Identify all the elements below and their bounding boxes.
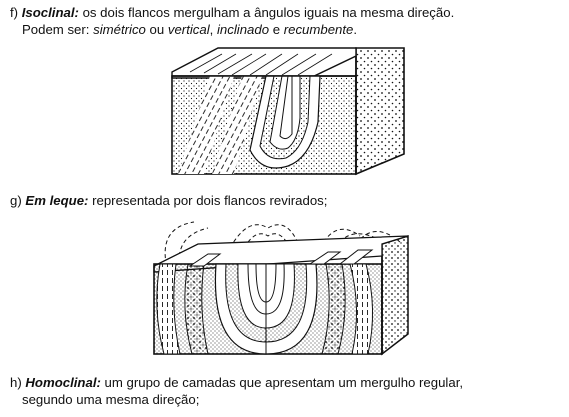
type-recumbente: recumbente — [283, 22, 354, 37]
term-colon: : — [96, 375, 101, 390]
em-leque-definition: representada por dois flancos revirados; — [88, 193, 328, 208]
term-homoclinal: Homoclinal — [25, 375, 97, 390]
type-inclinado: inclinado — [216, 22, 270, 37]
paragraph-homoclinal: h) Homoclinal: um grupo de camadas que a… — [10, 374, 558, 408]
sep-2: , — [209, 22, 217, 37]
sep-4: . — [353, 22, 358, 37]
sep-3: e — [269, 22, 284, 37]
isoclinal-definition: os dois flancos mergulham a ângulos igua… — [78, 5, 455, 20]
paragraph-isoclinal: f) Isoclinal: os dois flancos mergulham … — [10, 4, 558, 38]
item-label: f) — [10, 5, 19, 20]
paragraph-homoclinal-line-1: h) Homoclinal: um grupo de camadas que a… — [10, 374, 558, 391]
term-isoclinal: Isoclinal — [21, 5, 75, 20]
type-vertical: vertical — [167, 22, 210, 37]
paragraph-isoclinal-line-2: Podem ser: simétrico ou vertical, inclin… — [10, 21, 558, 38]
item-label: g) — [10, 193, 22, 208]
item-label: h) — [10, 375, 22, 390]
homoclinal-definition-cont: segundo uma mesma direção; — [22, 392, 200, 407]
term-colon: : — [84, 193, 89, 208]
isoclinal-fold-diagram — [171, 47, 405, 176]
paragraph-homoclinal-line-2: segundo uma mesma direção; — [10, 391, 558, 408]
term-colon: : — [74, 5, 79, 20]
fan-fold-diagram — [153, 221, 409, 356]
paragraph-em-leque: g) Em leque: representada por dois flanc… — [10, 192, 558, 209]
term-em-leque: Em leque — [25, 193, 85, 208]
paragraph-em-leque-line-1: g) Em leque: representada por dois flanc… — [10, 192, 558, 209]
isoclinal-types-intro: Podem ser: — [22, 22, 94, 37]
sep-1: ou — [145, 22, 168, 37]
homoclinal-definition: um grupo de camadas que apresentam um me… — [100, 375, 464, 390]
type-simetrico: simétrico — [93, 22, 146, 37]
paragraph-isoclinal-line-1: f) Isoclinal: os dois flancos mergulham … — [10, 4, 558, 21]
